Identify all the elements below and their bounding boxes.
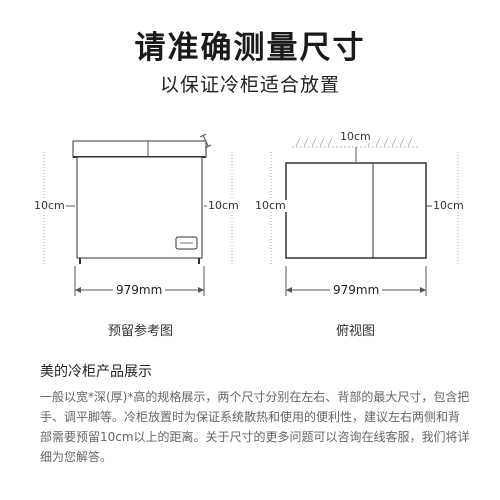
top-left-gap-label: 10cm xyxy=(254,199,287,212)
top-width-label: 979mm xyxy=(330,283,383,297)
top-back-gap-label: 10cm xyxy=(339,130,372,143)
front-view-caption: 预留参考图 xyxy=(108,324,174,339)
top-right-gap-label: 10cm xyxy=(432,199,465,212)
page-title: 请准确测量尺寸 xyxy=(134,30,366,66)
front-width-label: 979mm xyxy=(113,283,166,297)
front-view-diagram xyxy=(43,133,233,296)
front-left-gap-label: 10cm xyxy=(33,199,66,212)
front-right-gap-label: 10cm xyxy=(207,199,240,212)
section-title: 美的冷柜产品展示 xyxy=(40,364,152,380)
page-subtitle: 以保证冷柜适合放置 xyxy=(159,74,340,96)
top-view-diagram xyxy=(270,137,459,296)
section-description: 一般以宽*深(厚)*高的规格展示，两个尺寸分别在左右、背部的最大尺寸，包含把手、… xyxy=(40,390,470,464)
top-view-caption: 俯视图 xyxy=(336,324,376,339)
